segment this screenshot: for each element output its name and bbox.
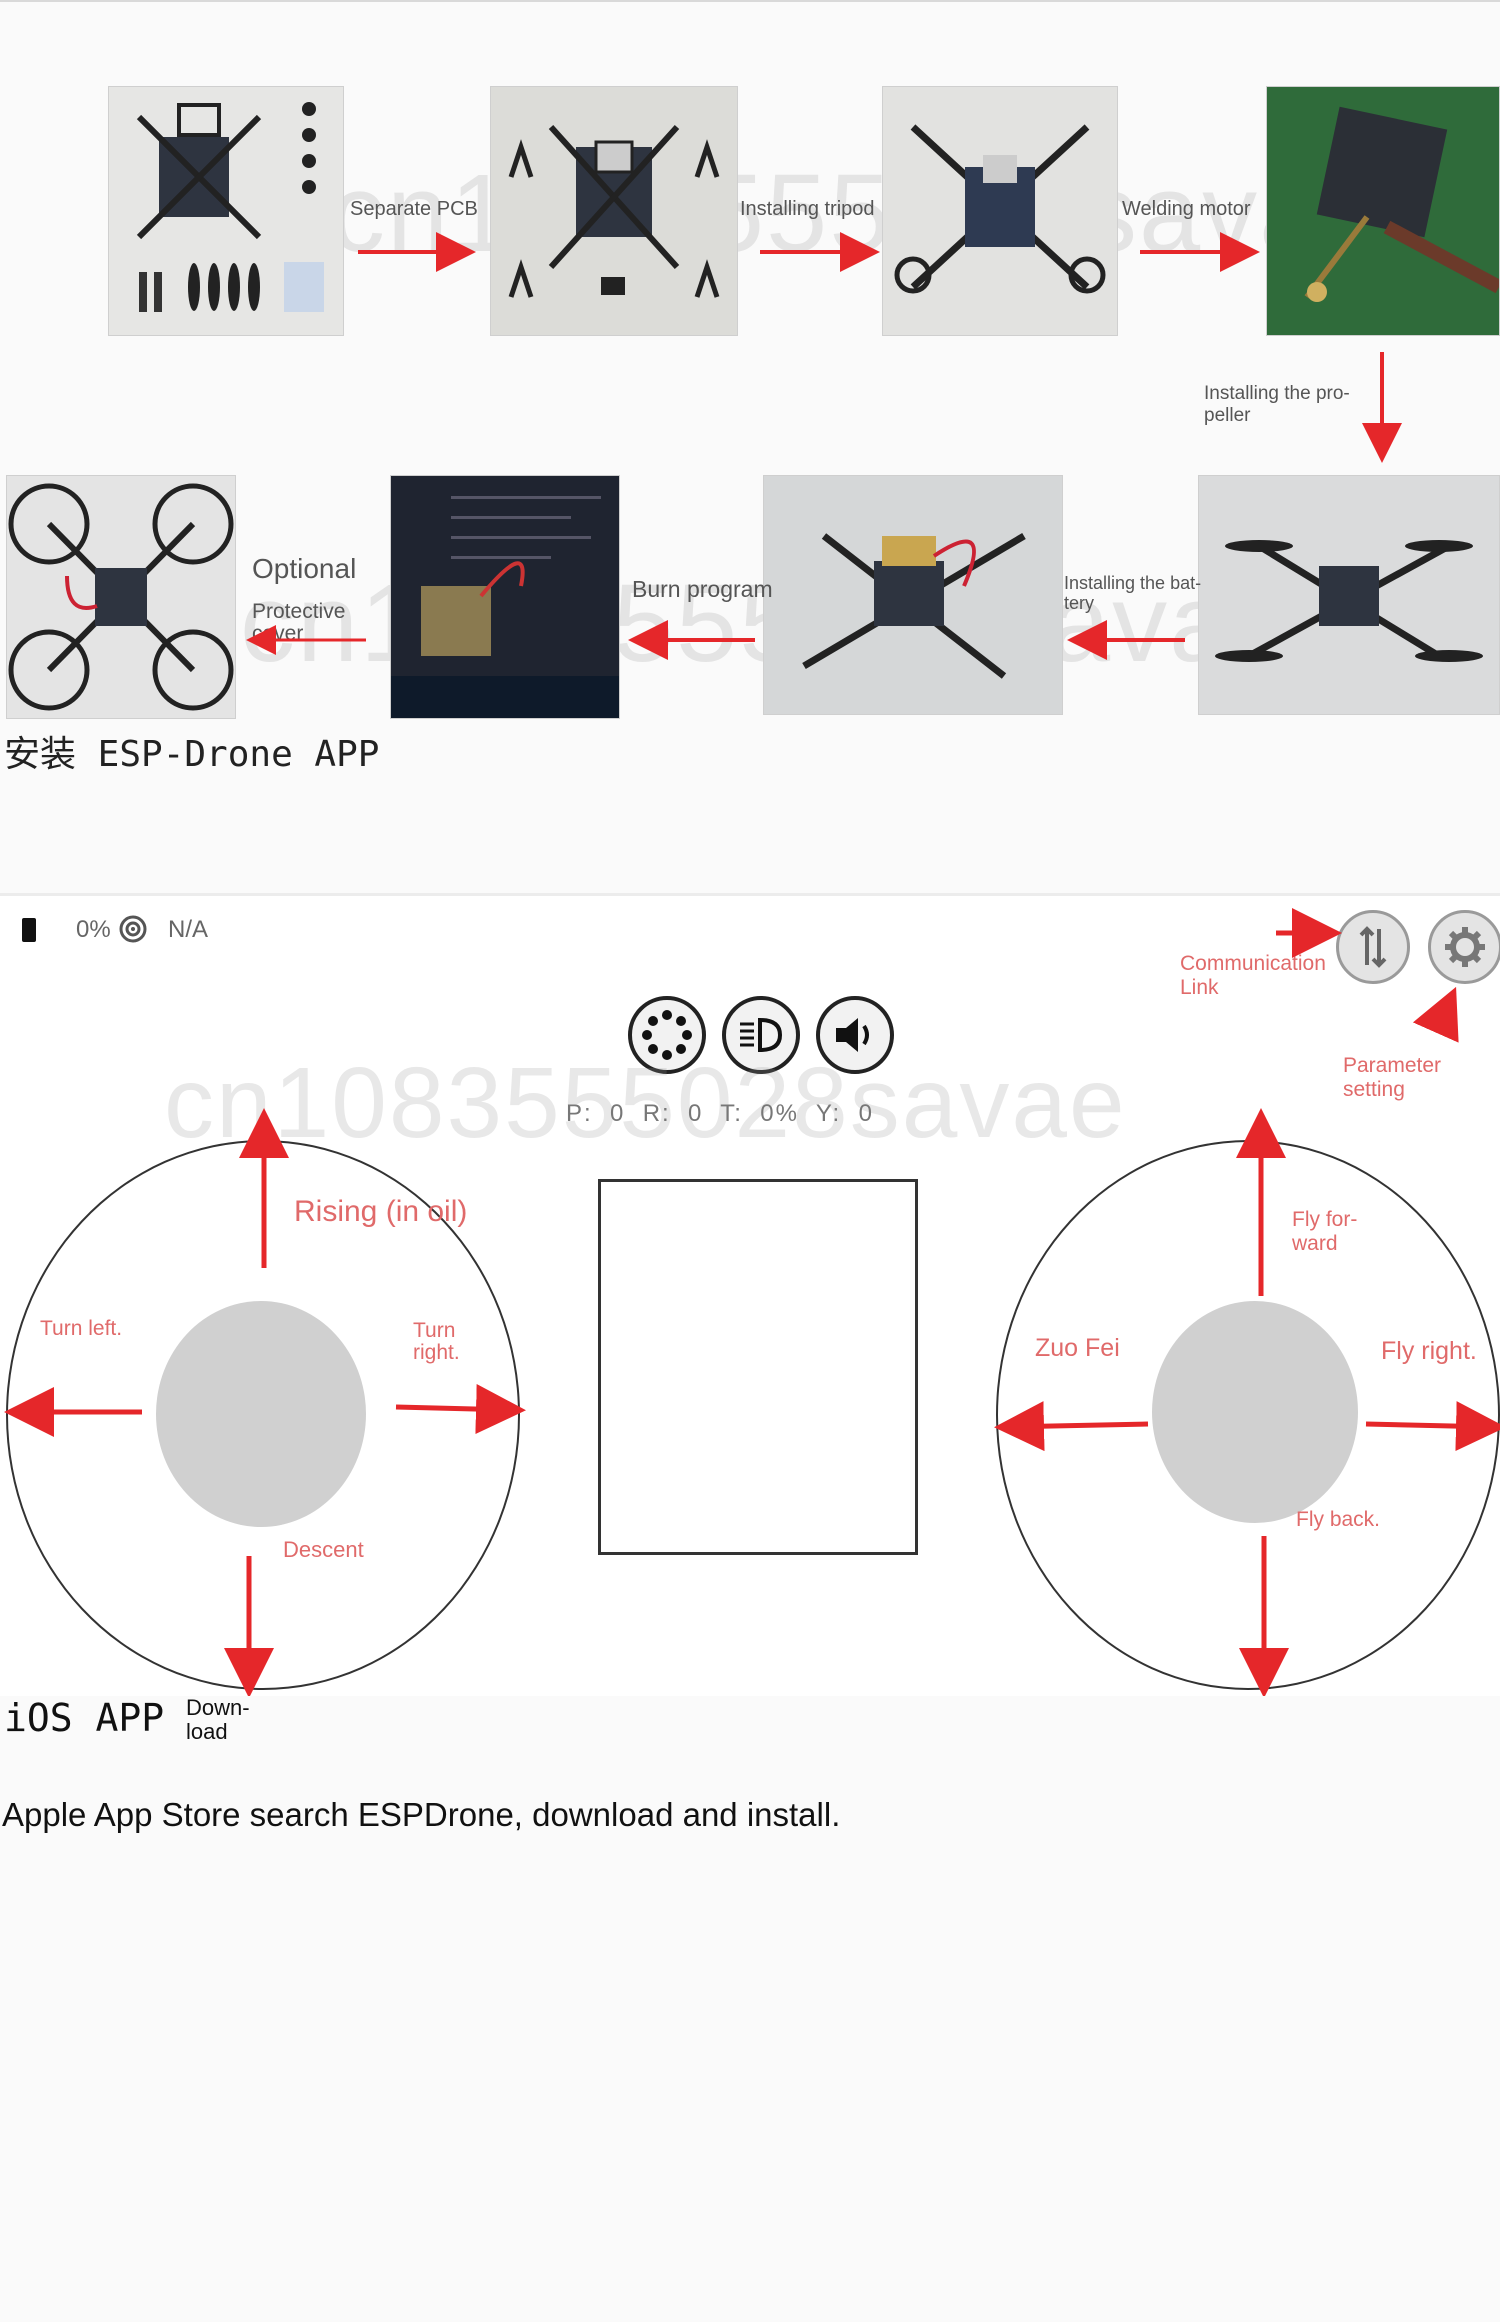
app-controller-mockup: 0% N/A Communication Link Parameter sett… (0, 893, 1500, 1696)
label-communication-link: Communication Link (1180, 952, 1326, 999)
label-parameter-setting: Parameter setting (1343, 1054, 1442, 1101)
label-fly-forward: Fly for- ward (1292, 1208, 1358, 1255)
arrow-turn-right (395, 1384, 526, 1434)
top-rule (0, 0, 1500, 2)
link-icon (1359, 926, 1387, 968)
photo-battery (763, 475, 1063, 715)
left-joystick-knob[interactable] (156, 1301, 366, 1527)
label-turn-right: Turn right. (413, 1319, 460, 1364)
flow-arrows (246, 232, 1402, 660)
battery-percent: 0% (76, 916, 111, 943)
photo-separated-pcb (490, 86, 738, 336)
photo-propeller (1198, 475, 1500, 715)
photo-tripod-installed (882, 86, 1118, 336)
assembly-steps: cn1083555028savae cn1083555028savae (0, 0, 1500, 780)
video-preview-box (598, 1179, 918, 1555)
label-optional: Optional (252, 553, 357, 584)
download-label: Down- load (186, 1695, 250, 1744)
battery-icon (22, 918, 36, 942)
label-installing-propeller: Installing the pro- peller (1204, 383, 1350, 426)
label-fly-right: Fly right. (1381, 1337, 1477, 1365)
label-rising: Rising (in oil) (294, 1195, 468, 1228)
label-welding-motor: Welding motor (1122, 198, 1251, 220)
gear-icon (1445, 927, 1485, 967)
label-installing-tripod: Installing tripod (740, 198, 875, 220)
control-arrows (4, 908, 1500, 1696)
photo-parts-kit (108, 86, 344, 336)
label-burn-program: Burn program (632, 576, 773, 602)
label-separate-pcb: Separate PCB (350, 198, 478, 220)
photo-protective-cover (6, 475, 236, 719)
label-zuo-fei: Zuo Fei (1035, 1334, 1120, 1362)
label-installing-battery: Installing the bat- tery (1064, 573, 1202, 613)
install-instruction: Apple App Store search ESPDrone, downloa… (2, 1796, 841, 1833)
parameter-setting-button[interactable] (1428, 910, 1500, 984)
label-turn-left: Turn left. (40, 1317, 123, 1340)
headlight-button[interactable] (722, 996, 800, 1074)
telemetry-readout: P: 0 R: 0 T: 0% Y: 0 (566, 1100, 874, 1127)
label-descent: Descent (283, 1537, 364, 1562)
photo-welding-motor (1266, 86, 1500, 336)
spinner-icon (642, 1010, 692, 1060)
label-fly-back: Fly back. (1296, 1508, 1381, 1531)
photo-burn-program (390, 475, 620, 719)
speaker-button[interactable] (816, 996, 894, 1074)
watermark-app: cn1083555028savae (164, 1047, 1127, 1159)
speaker-icon (836, 1018, 869, 1052)
signal-status: N/A (168, 916, 209, 943)
arrow-zuo-fei (994, 1401, 1149, 1452)
ios-app-heading: iOS APP (4, 1696, 165, 1740)
headlight-icon (740, 1017, 783, 1053)
communication-link-button[interactable] (1336, 910, 1410, 984)
arrow-fly-right (1365, 1401, 1500, 1452)
signal-icon (118, 914, 148, 949)
right-joystick-knob[interactable] (1152, 1301, 1358, 1523)
spinner-button[interactable] (628, 996, 706, 1074)
arrow-parameter-setting (1412, 986, 1459, 1043)
install-app-heading: 安装 ESP-Drone APP (4, 734, 380, 775)
